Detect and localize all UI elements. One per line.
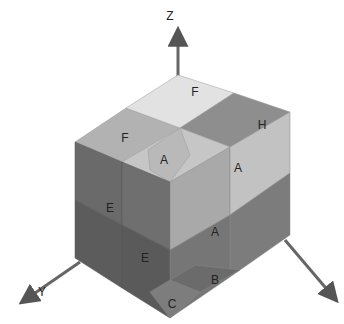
region-label: E [141, 252, 149, 264]
right-face [150, 112, 290, 318]
cube-region [75, 200, 122, 288]
region-label: A [160, 154, 168, 166]
region-label: F [121, 132, 128, 144]
axis-label: Z [166, 10, 173, 22]
region-label: A [211, 226, 219, 238]
cube-region [150, 280, 200, 318]
region-label: F [191, 86, 198, 98]
region-label: E [106, 202, 114, 214]
region-label: H [258, 119, 267, 131]
region-label: B [211, 274, 219, 286]
y-axis [22, 262, 80, 302]
region-label: C [168, 298, 177, 310]
axis-label: Y [38, 286, 46, 298]
z-axis [177, 30, 180, 80]
cube-region [230, 173, 290, 277]
region-label: A [234, 162, 242, 174]
x-axis [285, 240, 336, 300]
